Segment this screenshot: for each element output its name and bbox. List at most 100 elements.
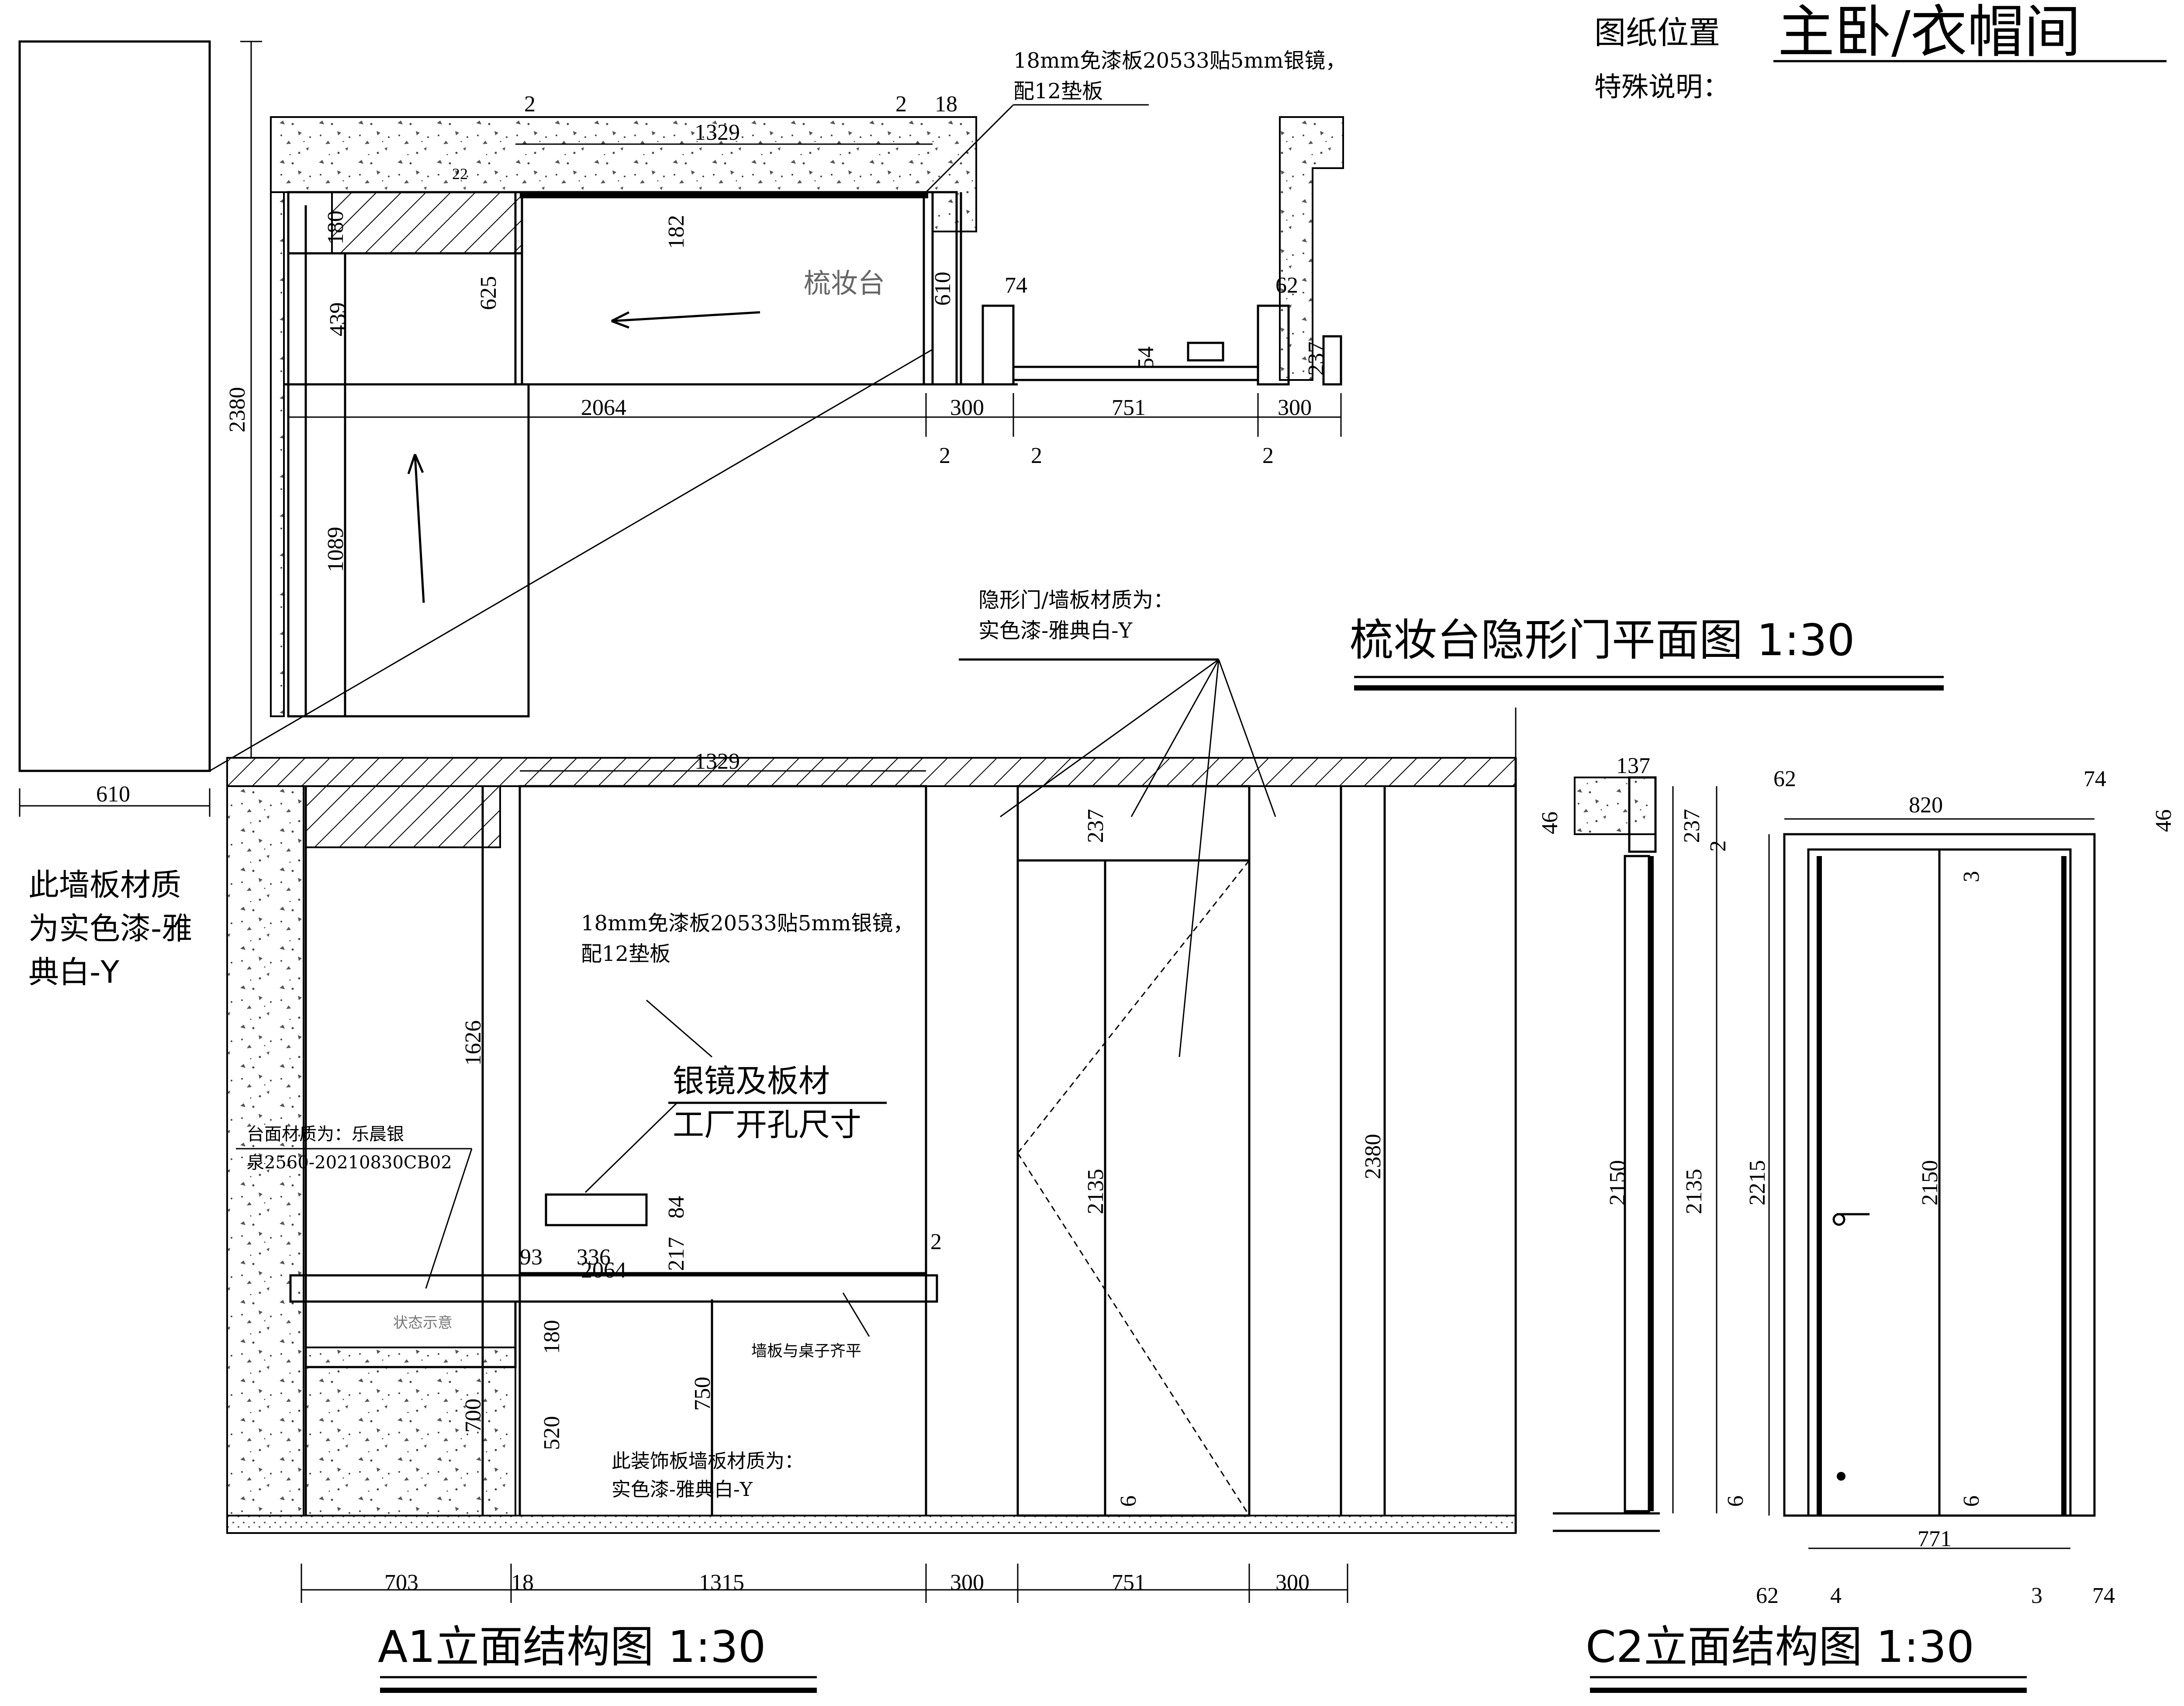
dim-a1-237: 237 — [1083, 809, 1108, 843]
leader-line — [1218, 659, 1276, 817]
decor-note-1: 此装饰板墙板材质为： — [612, 1450, 804, 1472]
dim-plan-300b: 300 — [1278, 395, 1312, 420]
hidden-door-note-2: 实色漆-雅典白-Y — [978, 618, 1133, 643]
dim-a1-2380: 2380 — [1361, 1134, 1386, 1179]
dim-a1-520: 520 — [539, 1416, 564, 1450]
dim-plan-182: 182 — [664, 215, 689, 249]
mirror-elev-note-1: 18mm免漆板20533贴5mm银镜， — [581, 911, 914, 936]
dim-a1-1329: 1329 — [695, 749, 740, 774]
plan-door-handle — [1187, 342, 1224, 362]
dim-a1-750: 750 — [690, 1377, 715, 1411]
mirror-elev-note-2: 配12垫板 — [581, 942, 670, 966]
dim-a1-93: 93 — [520, 1245, 543, 1270]
leader-line — [425, 1148, 473, 1289]
leader-line — [925, 104, 1014, 193]
a1-ceiling-hatch — [226, 757, 1517, 787]
tall-wall-panel: 2380 610 此墙板材质 为实色漆-雅 典白-Y — [18, 40, 262, 990]
dresser-label: 梳妆台 — [804, 267, 885, 299]
silver-mirror-note-2: 工厂开孔尺寸 — [673, 1106, 861, 1143]
plan-cabinet-inner — [287, 252, 523, 386]
dim-plan-439: 439 — [325, 302, 350, 336]
dim-a1-2: 2 — [930, 1229, 942, 1254]
a1-hidden-door — [1016, 785, 1251, 1517]
a1-mirror-cutout — [545, 1193, 648, 1226]
c2-section-head — [1574, 777, 1656, 835]
dim-plan-237: 237 — [1304, 342, 1329, 376]
tall-panel-outline — [18, 40, 211, 772]
c2-section-frame — [1628, 776, 1657, 853]
c2-door-lock — [1837, 1472, 1845, 1481]
a1-floor — [226, 1515, 1517, 1534]
wall-panel-note-3: 典白-Y — [28, 954, 119, 990]
plan-door-jamb-right — [1257, 304, 1290, 386]
c2-door-handle — [1832, 1213, 1870, 1226]
leader-line — [1130, 659, 1220, 817]
dim-c2-74a: 74 — [2084, 767, 2106, 791]
plan-right-post — [1322, 335, 1342, 386]
location-value: 主卧/衣帽间 — [1778, 0, 2081, 65]
dim-a1-84: 84 — [664, 1196, 689, 1219]
align-note: 墙板与桌子齐平 — [751, 1342, 861, 1360]
a1-drawer — [304, 1300, 517, 1368]
plan-arrow-vertical — [407, 454, 425, 603]
wall-panel-note-2: 为实色漆-雅 — [28, 911, 192, 946]
a1-title: A1立面结构图 1:30 — [378, 1621, 817, 1693]
dim-a1-2135: 2135 — [1083, 1169, 1108, 1214]
dim-plan-2e: 2 — [1262, 443, 1274, 468]
plan-door-jamb-left — [981, 304, 1015, 386]
leader-line — [842, 1292, 870, 1337]
dim-c2-820: 820 — [1909, 793, 1943, 818]
dim-a1-300a: 300 — [950, 1570, 984, 1595]
a1-mirror-panel — [518, 785, 927, 1274]
dim-plan-2b: 2 — [895, 92, 907, 117]
dim-c2-3a: 3 — [1959, 871, 1984, 882]
plan-wall-left-strip — [270, 191, 285, 717]
dim-c2-3b: 3 — [2031, 1583, 2042, 1608]
dim-c2-2150a: 2150 — [1605, 1160, 1630, 1205]
a1-state-label: 状态示意 — [393, 1314, 453, 1332]
dim-c2-2150b: 2150 — [1918, 1160, 1942, 1205]
dim-c2-62b: 62 — [1756, 1583, 1779, 1608]
a1-countertop — [289, 1274, 938, 1303]
dim-c2-4: 4 — [1830, 1583, 1842, 1608]
silver-mirror-note-1: 银镜及板材 — [673, 1063, 830, 1099]
leader-line — [1000, 659, 1219, 818]
dim-plan-1089: 1089 — [323, 527, 348, 572]
dim-c2-2135: 2135 — [1682, 1169, 1707, 1214]
a1-left-wall — [226, 785, 304, 1523]
dim-a1-2064: 2064 — [581, 1258, 626, 1283]
dim-610-tall: 610 — [96, 782, 130, 807]
dim-c2-2215: 2215 — [1745, 1160, 1770, 1205]
plan-title-text: 梳妆台隐形门平面图 1:30 — [1350, 615, 1855, 666]
dim-plan-18: 18 — [935, 92, 957, 117]
dim-plan-62: 62 — [1275, 273, 1298, 298]
decor-note-2: 实色漆-雅典白-Y — [612, 1478, 753, 1501]
dim-a1-180: 180 — [539, 1320, 564, 1354]
wall-panel-note-1: 此墙板材质 — [28, 867, 181, 903]
countertop-note-2: 泉2560-20210830CB02 — [247, 1153, 452, 1173]
a1-door-swing — [1017, 860, 1250, 1516]
plan-hatch-block — [331, 191, 523, 254]
dim-plan-54: 54 — [1133, 346, 1158, 369]
dim-a1-18: 18 — [511, 1570, 534, 1595]
dim-c2-771: 771 — [1918, 1526, 1952, 1551]
header: 图纸位置 主卧/衣帽间 特殊说明： — [1594, 0, 2167, 103]
dim-plan-22: 22 — [452, 165, 468, 183]
dim-a1-700: 700 — [461, 1399, 486, 1433]
dim-plan-625: 625 — [476, 276, 501, 310]
hidden-door-note-1: 隐形门/墙板材质为： — [978, 588, 1174, 612]
a1-lower-wall — [305, 1347, 516, 1523]
dim-2380-tall: 2380 — [225, 387, 250, 432]
dim-c2-2a: 2 — [1706, 840, 1731, 852]
dim-plan-751: 751 — [1112, 395, 1146, 420]
dim-plan-300a: 300 — [950, 395, 984, 420]
a1-elevation: 状态示意 隐形门/墙板材质为： 实色漆-雅典白-Y 18mm免漆板20533贴5… — [226, 588, 1517, 1603]
plan-concrete-wall-right — [1279, 116, 1344, 381]
dim-c2-6b: 6 — [1959, 1495, 1984, 1507]
mirror-plan-note-2: 配12垫板 — [1013, 79, 1103, 104]
plan-view: 梳妆台 1329 2 2 18 22 182 180 439 625 610 2… — [209, 48, 1346, 772]
dim-plan-2d: 2 — [1031, 443, 1042, 468]
dim-a1-1626: 1626 — [461, 1020, 486, 1066]
a1-door-header — [1016, 785, 1251, 862]
